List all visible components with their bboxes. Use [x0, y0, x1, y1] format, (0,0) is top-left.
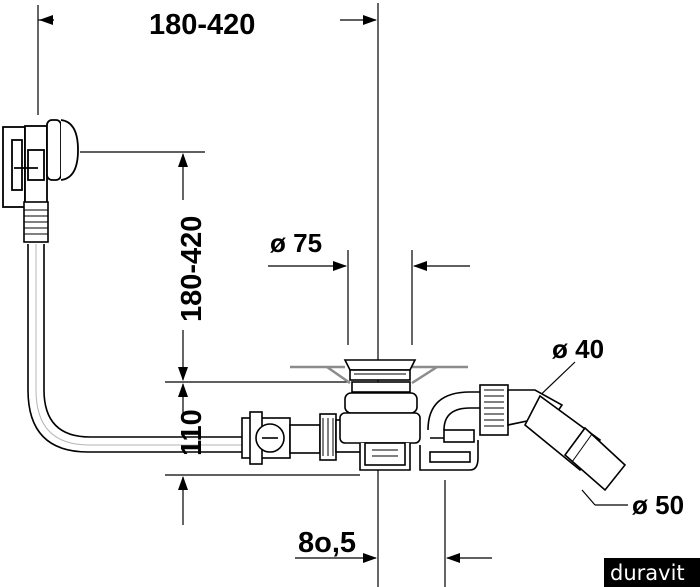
duravit-logo: duravit [604, 558, 700, 587]
dim-drain-diameter: ø 75 [270, 228, 322, 258]
dim-height: 110 [176, 409, 208, 456]
overflow-head [2, 119, 79, 208]
dim-pipe-50: ø 50 [632, 490, 684, 520]
tub-floor-lines [290, 365, 468, 385]
dim-top-horizontal: 180-420 [149, 9, 255, 41]
flexible-hose [23, 201, 245, 453]
dim-offset: 8o,5 [298, 527, 356, 559]
drain-valve [339, 359, 421, 471]
dimension-labels: 180-420 180-420 ø 75 110 ø 40 ø 50 8o,5 [149, 9, 684, 559]
dim-vertical-overflow: 180-420 [176, 216, 208, 322]
dim-pipe-40: ø 40 [552, 334, 604, 364]
dimension-lines [37, 3, 628, 587]
trap-siphon [419, 391, 485, 471]
outlet-pipe [479, 384, 627, 492]
brand-name: duravit [610, 561, 685, 585]
